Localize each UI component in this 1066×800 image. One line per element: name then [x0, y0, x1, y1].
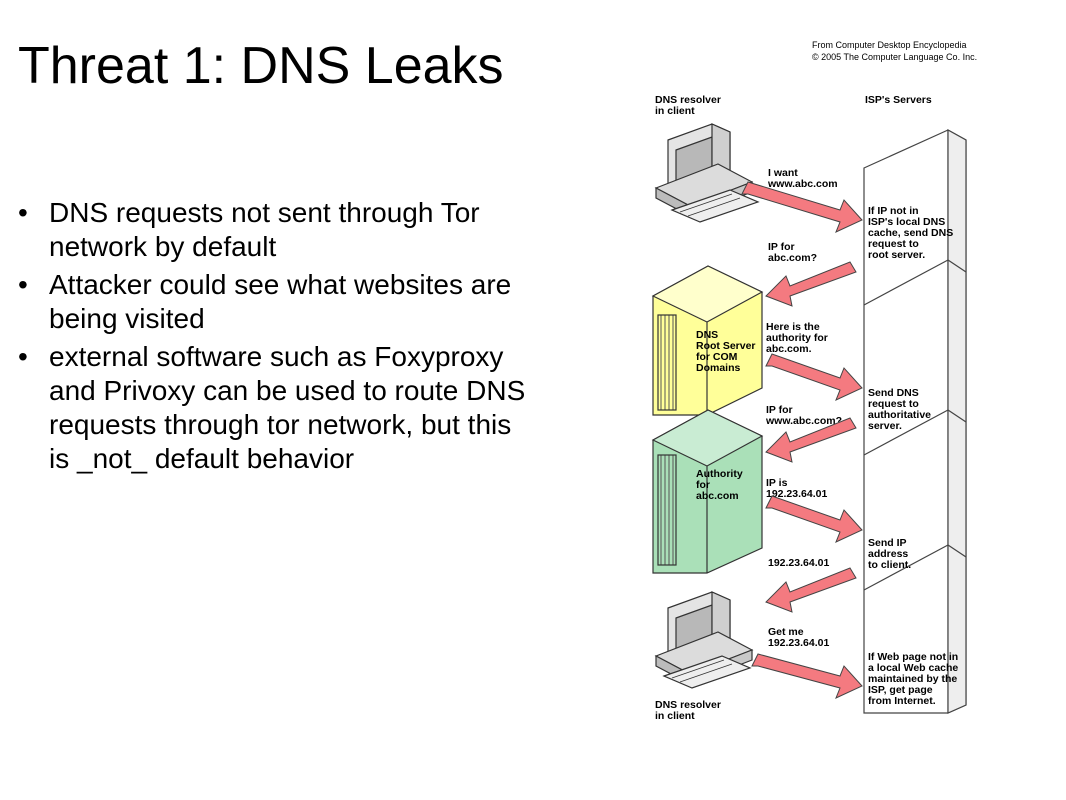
isp-servers-label: ISP's Servers — [865, 94, 932, 106]
bullet-dot-icon: • — [18, 269, 28, 300]
bullet-item: • external software such as Foxyproxy and… — [18, 340, 528, 476]
arrow-right-icon — [765, 495, 863, 543]
arrow-left-icon — [765, 261, 857, 307]
arrow-right-icon — [765, 353, 863, 401]
root-server-icon — [651, 265, 764, 416]
bullet-text: external software such as Foxyproxy and … — [49, 341, 526, 474]
client-computer-bottom-icon — [654, 591, 754, 689]
arrow-right-icon — [751, 653, 863, 699]
bullet-dot-icon: • — [18, 341, 28, 372]
bullet-item: • DNS requests not sent through Tor netwo… — [18, 196, 528, 264]
message-6: 192.23.64.01 — [768, 557, 829, 569]
bullet-item: • Attacker could see what websites are be… — [18, 268, 528, 336]
arrow-left-icon — [765, 417, 857, 463]
bullet-dot-icon: • — [18, 197, 28, 228]
isp-server-column — [863, 128, 967, 714]
authority-server-icon — [651, 409, 764, 574]
client-computer-top-icon — [654, 123, 760, 223]
credit-line-1: From Computer Desktop Encyclopedia — [812, 40, 967, 50]
arrows — [741, 181, 863, 699]
slide-title: Threat 1: DNS Leaks — [18, 37, 504, 95]
dns-resolution-diagram: From Computer Desktop Encyclopedia © 200… — [651, 40, 977, 722]
credit-line-2: © 2005 The Computer Language Co. Inc. — [812, 52, 977, 62]
bullet-list: • DNS requests not sent through Tor netwo… — [18, 196, 528, 480]
arrow-right-icon — [741, 181, 863, 233]
bullet-text: Attacker could see what websites are bei… — [49, 269, 512, 334]
bullet-text: DNS requests not sent through Tor networ… — [49, 197, 480, 262]
arrow-left-icon — [765, 567, 857, 613]
